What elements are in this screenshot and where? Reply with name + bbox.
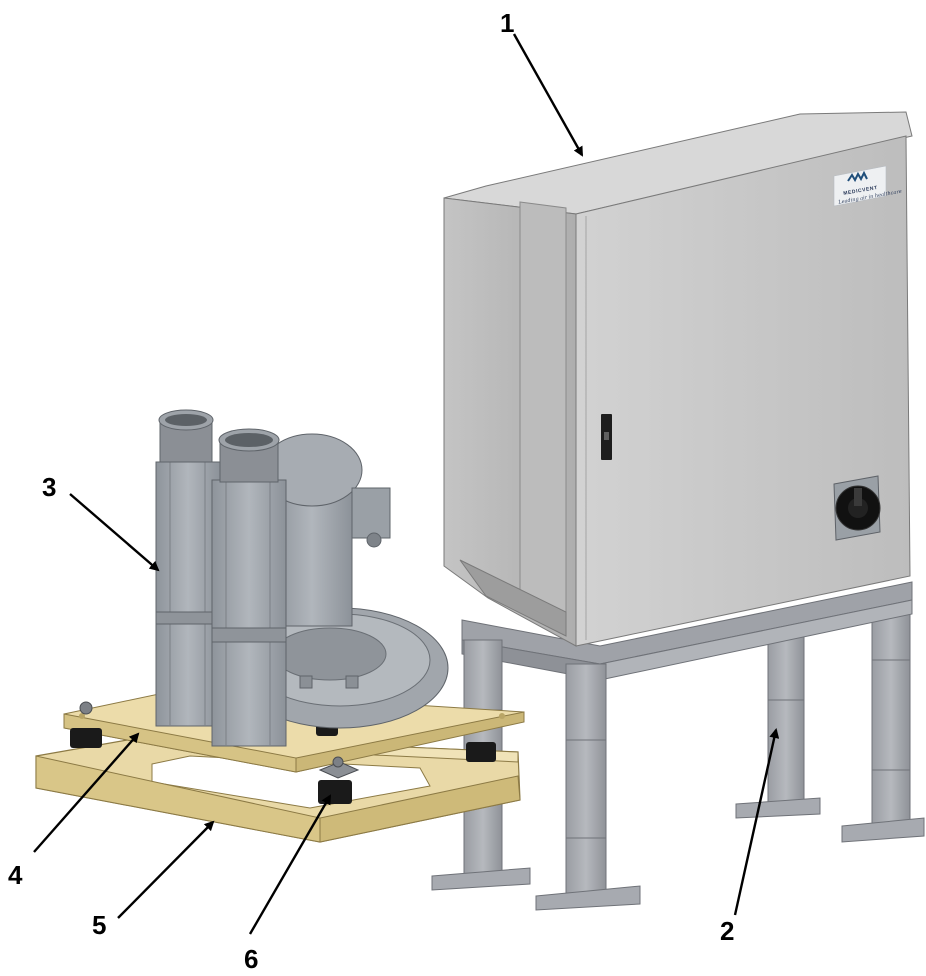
callout-arrows <box>33 33 780 935</box>
control-cabinet: MEDICVENT Leading air in healthcare <box>443 111 913 647</box>
callout-arrow-5 <box>117 820 215 919</box>
callout-number-6: 6 <box>244 944 258 974</box>
stand-leg-rear-right <box>841 595 925 843</box>
cabinet-front-door <box>575 135 911 647</box>
blower-pipe-front <box>211 428 287 747</box>
callout-arrow-4 <box>33 732 140 853</box>
callout-number-3: 3 <box>42 472 56 502</box>
brand-name: MEDICVENT <box>843 185 878 197</box>
cabinet-stand <box>431 581 925 911</box>
callout-number-2: 2 <box>720 916 734 946</box>
brand-logo: MEDICVENT Leading air in healthcare <box>833 165 902 207</box>
vibration-mount-3 <box>466 742 496 762</box>
vibration-mount-1 <box>70 701 102 748</box>
base-frame <box>35 735 521 843</box>
blower-assembly <box>155 409 449 747</box>
callout-arrow-6 <box>248 794 332 935</box>
stand-leg-rear-mid <box>735 627 821 819</box>
vibration-mounts <box>70 701 496 804</box>
callout-number-5: 5 <box>92 910 106 940</box>
callout-number-4: 4 <box>8 860 23 890</box>
callout-arrow-2 <box>733 728 780 916</box>
stand-leg-front-right <box>535 663 641 911</box>
medicvent-logo-icon <box>847 170 868 183</box>
main-switch-icon <box>833 475 881 541</box>
callout-number-1: 1 <box>500 8 514 38</box>
blower-pipe-rear <box>155 409 221 727</box>
callout-arrow-3 <box>69 493 160 572</box>
callout-labels: 1 2 3 4 5 6 <box>8 8 734 974</box>
callout-arrow-1 <box>512 33 584 157</box>
